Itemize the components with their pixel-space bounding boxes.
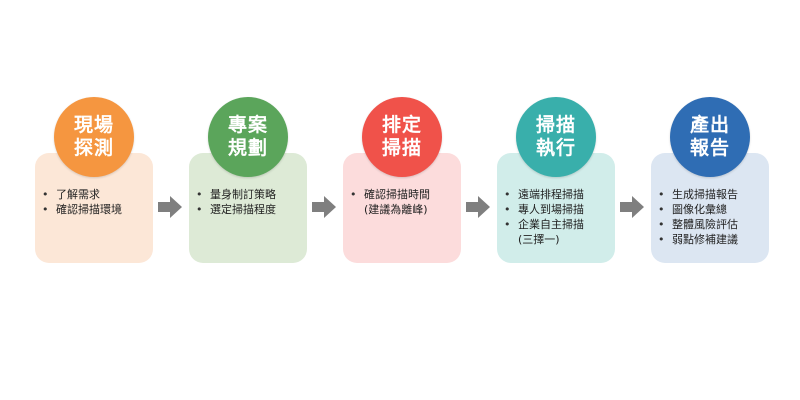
bullet: • (42, 188, 49, 201)
list-item: • 整體風險評估 (658, 217, 768, 232)
bullet: • (504, 218, 511, 231)
list-item: • 生成掃描報告 (658, 187, 768, 202)
step-title-circle: 掃描 執行 (516, 97, 596, 177)
bullet: • (42, 203, 49, 216)
arrow-right-icon (158, 196, 182, 218)
list-item: • 專人到場掃描 (504, 202, 614, 217)
step-title: 專案 規劃 (227, 114, 268, 159)
step-execute-scan: 掃描 執行 • 遠端排程掃描 • 專人到場掃描 • 企業自主掃描 (三擇一) (492, 97, 620, 267)
bullet: • (658, 218, 665, 231)
list-item: • 圖像化彙總 (658, 202, 768, 217)
bullet: • (504, 203, 511, 216)
list-item: • 確認掃描時間 (建議為離峰) (350, 187, 460, 217)
step-produce-report: 產出 報告 • 生成掃描報告 • 圖像化彙總 • 整體風險評估 • 弱點修補建議 (646, 97, 774, 267)
arrow-right-icon (312, 196, 336, 218)
bullet: • (658, 188, 665, 201)
step-title: 掃描 執行 (535, 114, 576, 159)
item-text: 了解需求 (56, 188, 100, 201)
step-site-survey: 現場 探測 • 了解需求 • 確認掃描環境 (30, 97, 158, 267)
step-title-circle: 排定 掃描 (362, 97, 442, 177)
step-title: 產出 報告 (689, 114, 730, 159)
bullet: • (196, 203, 203, 216)
step-item-list: • 生成掃描報告 • 圖像化彙總 • 整體風險評估 • 弱點修補建議 (658, 187, 768, 247)
step-title: 排定 掃描 (381, 114, 422, 159)
bullet: • (196, 188, 203, 201)
step-schedule-scan: 排定 掃描 • 確認掃描時間 (建議為離峰) (338, 97, 466, 267)
step-item-list: • 量身制訂策略 • 選定掃描程度 (196, 187, 306, 217)
list-item: • 量身制訂策略 (196, 187, 306, 202)
item-text: 專人到場掃描 (518, 203, 584, 216)
arrow-right-icon (466, 196, 490, 218)
item-text: 企業自主掃描 (三擇一) (518, 218, 584, 246)
bullet: • (350, 188, 357, 201)
item-text: 選定掃描程度 (210, 203, 276, 216)
arrow-right-icon (620, 196, 644, 218)
item-text: 確認掃描時間 (建議為離峰) (364, 188, 430, 216)
step-item-list: • 遠端排程掃描 • 專人到場掃描 • 企業自主掃描 (三擇一) (504, 187, 614, 247)
step-item-list: • 了解需求 • 確認掃描環境 (42, 187, 152, 217)
item-text: 圖像化彙總 (672, 203, 727, 216)
list-item: • 企業自主掃描 (三擇一) (504, 217, 614, 247)
bullet: • (658, 203, 665, 216)
bullet: • (658, 233, 665, 246)
item-text: 確認掃描環境 (56, 203, 122, 216)
step-title-circle: 現場 探測 (54, 97, 134, 177)
list-item: • 遠端排程掃描 (504, 187, 614, 202)
list-item: • 確認掃描環境 (42, 202, 152, 217)
bullet: • (504, 188, 511, 201)
step-item-list: • 確認掃描時間 (建議為離峰) (350, 187, 460, 217)
item-text: 整體風險評估 (672, 218, 738, 231)
step-title: 現場 探測 (73, 114, 114, 159)
step-project-planning: 專案 規劃 • 量身制訂策略 • 選定掃描程度 (184, 97, 312, 267)
step-title-circle: 專案 規劃 (208, 97, 288, 177)
item-text: 生成掃描報告 (672, 188, 738, 201)
step-title-circle: 產出 報告 (670, 97, 750, 177)
list-item: • 了解需求 (42, 187, 152, 202)
item-text: 遠端排程掃描 (518, 188, 584, 201)
item-text: 弱點修補建議 (672, 233, 738, 246)
item-text: 量身制訂策略 (210, 188, 276, 201)
list-item: • 弱點修補建議 (658, 232, 768, 247)
list-item: • 選定掃描程度 (196, 202, 306, 217)
